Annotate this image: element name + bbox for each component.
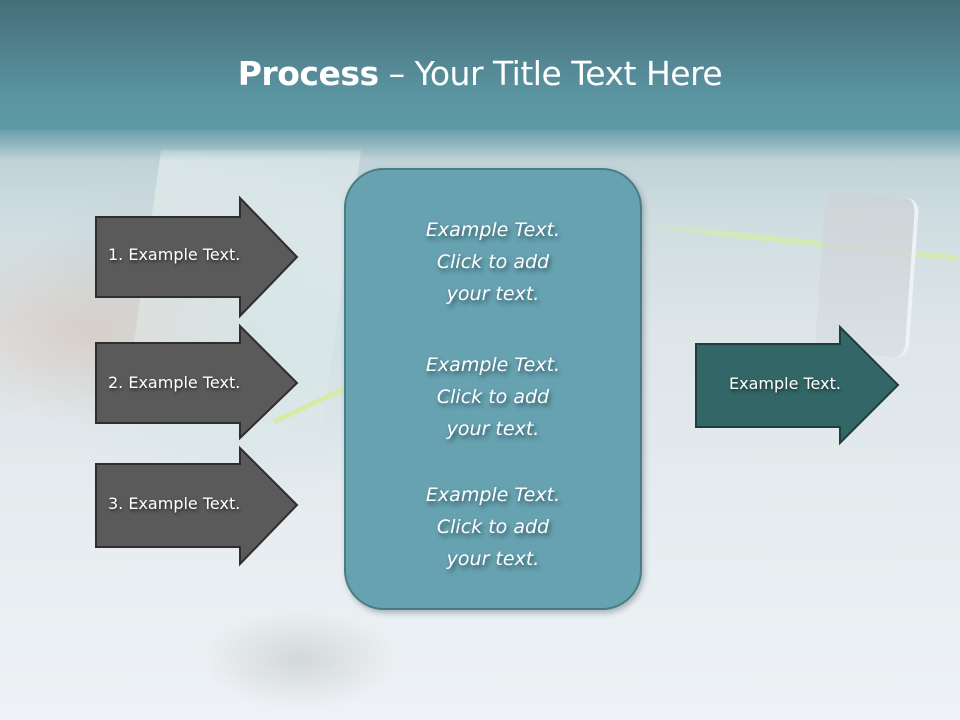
title-bold-part: Process [237, 54, 379, 93]
process-arrow-1-label: 1. Example Text. [108, 245, 241, 264]
right-arrow-shape-icon [95, 445, 299, 567]
center-block-1-line-2: Click to add [436, 251, 550, 273]
center-block-1-line-3: your text. [446, 283, 540, 305]
center-block-1-line-1: Example Text. [425, 219, 561, 241]
center-block-2-line-2: Click to add [436, 386, 550, 408]
right-arrow-shape-icon [95, 195, 299, 319]
center-block-2-line-1: Example Text. [425, 354, 561, 376]
process-center-box[interactable]: Example Text. Click to add your text. Ex… [344, 168, 642, 610]
process-arrow-1[interactable]: 1. Example Text. [95, 195, 299, 319]
center-block-3-line-3: your text. [446, 548, 540, 570]
output-arrow-label: Example Text. [729, 374, 841, 393]
title-rest-part: – Your Title Text Here [378, 54, 723, 93]
process-arrow-3[interactable]: 3. Example Text. [95, 445, 299, 567]
center-text-block-2[interactable]: Example Text. Click to add your text. [346, 349, 640, 445]
right-arrow-shape-icon [695, 324, 900, 446]
center-block-2-line-3: your text. [446, 418, 540, 440]
center-block-3-line-2: Click to add [436, 516, 550, 538]
process-arrow-3-label: 3. Example Text. [108, 494, 241, 513]
right-arrow-shape-icon [95, 323, 299, 441]
process-arrow-2-label: 2. Example Text. [108, 373, 241, 392]
slide-title[interactable]: Process – Your Title Text Here [0, 52, 960, 96]
output-arrow[interactable]: Example Text. [695, 324, 900, 446]
center-block-3-line-1: Example Text. [425, 484, 561, 506]
center-text-block-1[interactable]: Example Text. Click to add your text. [346, 214, 640, 310]
center-text-block-3[interactable]: Example Text. Click to add your text. [346, 479, 640, 575]
process-arrow-2[interactable]: 2. Example Text. [95, 323, 299, 441]
title-bar: Process – Your Title Text Here [0, 0, 960, 160]
